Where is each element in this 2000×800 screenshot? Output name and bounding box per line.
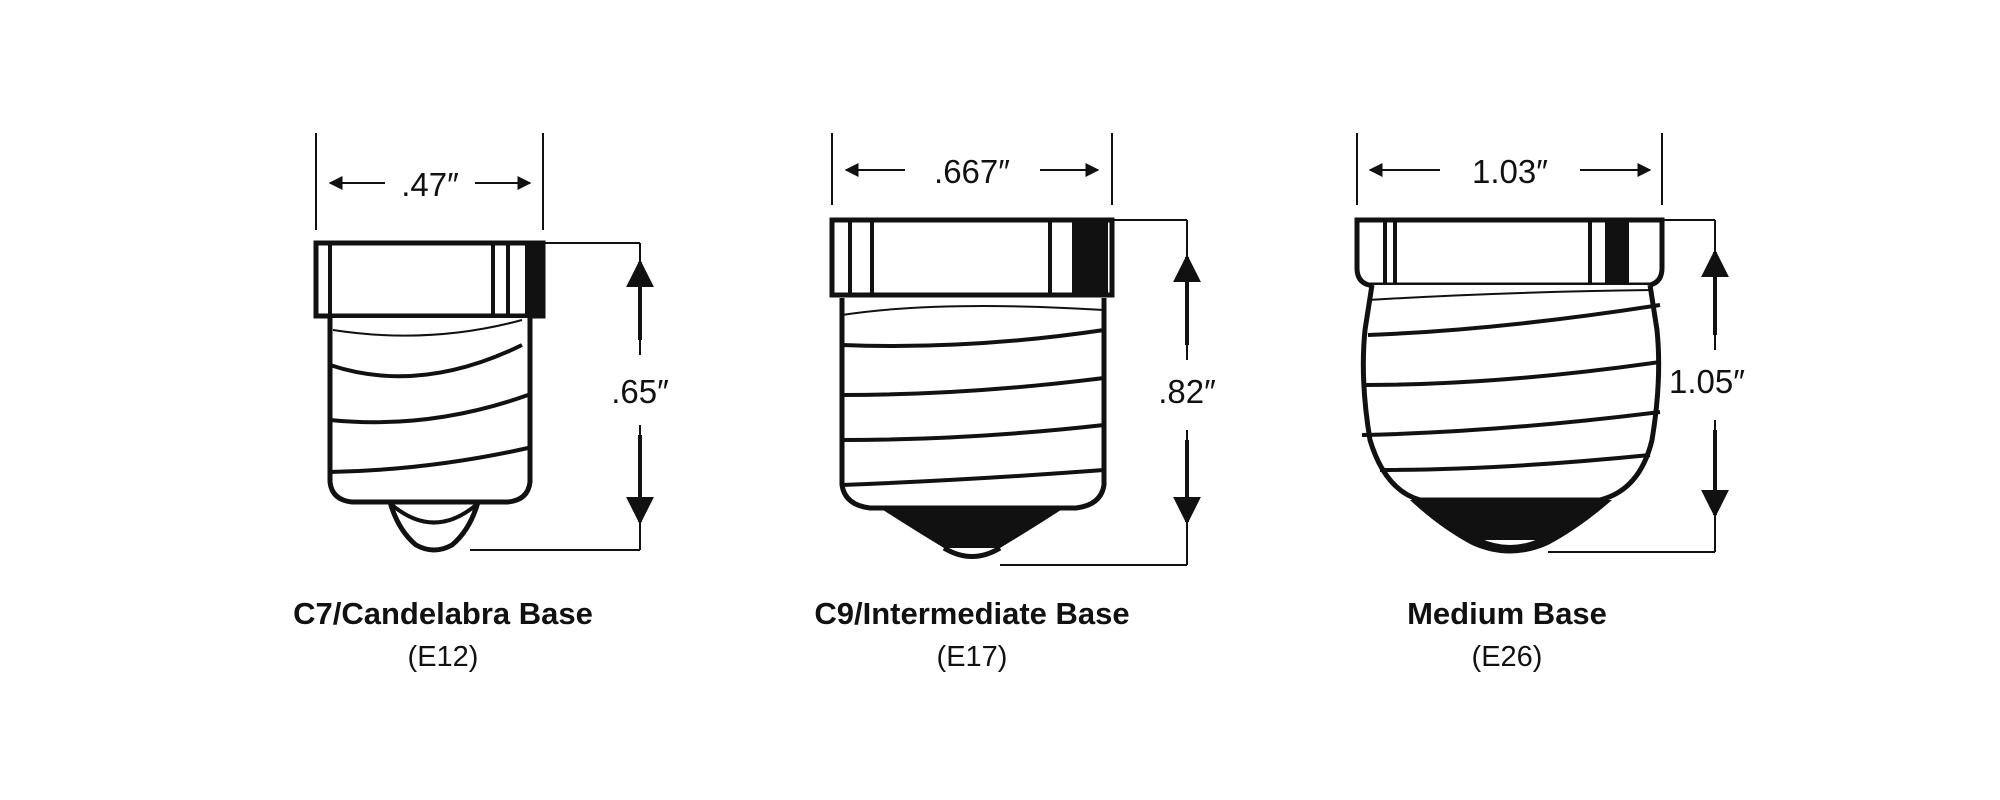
candelabra-base-drawing bbox=[313, 240, 546, 553]
candelabra-width-dimension: .47″ bbox=[315, 133, 544, 230]
intermediate-base-title: C9/Intermediate Base bbox=[814, 596, 1129, 631]
medium-width-label: 1.03″ bbox=[1472, 153, 1548, 190]
intermediate-width-dimension: .667″ bbox=[831, 133, 1113, 205]
intermediate-base-group: .667″ .82″ C9/Intermediate Base (E17) bbox=[814, 133, 1227, 673]
candelabra-height-dimension: .65″ bbox=[470, 242, 680, 551]
intermediate-width-label: .667″ bbox=[934, 153, 1010, 190]
medium-base-code: (E26) bbox=[1472, 641, 1543, 673]
medium-base-title: Medium Base bbox=[1407, 596, 1607, 631]
intermediate-base-drawing bbox=[829, 217, 1115, 559]
candelabra-base-code: (E12) bbox=[408, 641, 479, 673]
candelabra-base-title: C7/Candelabra Base bbox=[293, 596, 593, 631]
medium-base-group: 1.03″ 1.05″ Medium Base (E26) bbox=[1354, 133, 1765, 673]
medium-width-dimension: 1.03″ bbox=[1356, 133, 1663, 205]
candelabra-width-label: .47″ bbox=[401, 166, 459, 203]
intermediate-height-dimension: .82″ bbox=[1000, 219, 1227, 566]
candelabra-height-label: .65″ bbox=[611, 373, 669, 410]
medium-base-drawing bbox=[1354, 217, 1665, 554]
intermediate-height-label: .82″ bbox=[1158, 373, 1216, 410]
medium-height-label: 1.05″ bbox=[1669, 363, 1745, 400]
candelabra-base-group: .47″ .65″ C7/Candelabra Base (E12) bbox=[293, 133, 680, 673]
medium-height-dimension: 1.05″ bbox=[1548, 219, 1765, 553]
intermediate-base-code: (E17) bbox=[937, 641, 1008, 673]
